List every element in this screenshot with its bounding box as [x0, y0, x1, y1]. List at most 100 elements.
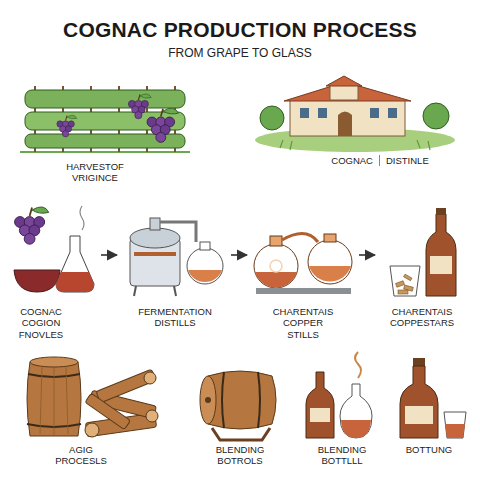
ageing-illustration-part [85, 372, 158, 437]
vineyard-illustration-part [57, 115, 77, 137]
process-step: BLENDING BOTTLLL [300, 352, 385, 474]
still-illustration-part [160, 222, 196, 242]
flow-arrow [101, 254, 117, 256]
ageing-illustration-part-part [54, 367, 55, 435]
ageing-illustration-part [27, 362, 81, 436]
step-label-group: BLENDING BOTTLLL [308, 444, 376, 467]
copper-stills-illustration-part [256, 288, 351, 294]
distillery-illustration-part [338, 112, 352, 137]
subtitle: FROM GRAPE TO GLASS [0, 46, 480, 60]
must-illustration-part [15, 207, 49, 244]
oak-bottle-illustration-part [390, 266, 420, 296]
blending-barrel-illustration-part-part [258, 372, 260, 428]
oak-bottle-illustration-part-part [396, 281, 405, 287]
oak-bottle-illustration-part-part [398, 290, 408, 294]
copper-stills-illustration-part [282, 233, 318, 242]
step-label: DISTINLE [379, 155, 429, 166]
ageing-illustration-part-part [96, 369, 156, 403]
process-step: BLENDING BOTROLS [190, 352, 290, 474]
process-step: COGNAC COGION FNOVLES [8, 200, 100, 348]
step-label: COGNAC COGION FNOVLES [10, 306, 72, 340]
copper-stills-illustration-part [309, 266, 351, 281]
blending-bottles-illustration [306, 352, 372, 438]
distillery-illustration-part-part [300, 108, 309, 118]
oak-bottle-illustration-part-part [404, 274, 412, 281]
ageing-illustration [27, 357, 158, 437]
blending-barrel-illustration-part-part [222, 372, 224, 428]
still-illustration-part [188, 270, 222, 282]
distillery-illustration [255, 76, 455, 152]
distillery-illustration-part [290, 100, 405, 136]
step-label: CHARENTAIS COPPER STILLS [266, 306, 340, 340]
process-step: CHARENTAIS COPPER STILLS [248, 200, 358, 348]
oak-bottle-illustration-part [436, 208, 446, 215]
distillery-illustration-part-part [388, 108, 397, 118]
distillery-illustration-part-part [290, 141, 292, 150]
distillery-illustration-part [326, 76, 362, 86]
blending-bottles-illustration-part [355, 352, 361, 378]
copper-stills-illustration-part [270, 236, 282, 246]
process-step: BOTTUNG [388, 352, 472, 474]
still-illustration-part [134, 252, 176, 256]
step-label: HARVESTOF VRIGINCE [60, 161, 130, 184]
bottling-illustration-part [445, 424, 465, 438]
step-label: FERMENTATION DISTILLS [136, 306, 214, 329]
copper-stills-illustration-part [270, 260, 282, 272]
vineyard-illustration-part [20, 151, 190, 153]
distillery-illustration-part-part [318, 108, 327, 118]
vineyard-illustration-part [128, 94, 151, 119]
still-illustration-part [130, 228, 180, 248]
copper-stills-illustration [254, 233, 352, 294]
step-label-group: COGNAC COGION FNOVLES [10, 306, 72, 340]
must-illustration [14, 206, 94, 292]
step-label: COGNAC [331, 155, 373, 166]
diagram-title: COGNAC PRODUCTION PROCESS [0, 18, 480, 42]
ageing-illustration-part-part [40, 366, 42, 434]
ageing-illustration-part-part [146, 410, 158, 422]
blending-barrel-illustration-part [212, 428, 270, 440]
vineyard-illustration [20, 86, 190, 152]
distillery-illustration-part-part [428, 141, 430, 150]
ageing-illustration-part [40, 366, 68, 435]
process-step: HARVESTOF VRIGINCE [20, 75, 190, 187]
step-label-group: BOTTUNG [396, 444, 462, 455]
blending-barrel-illustration-part [222, 372, 260, 428]
bottling-illustration-part [413, 358, 425, 366]
ageing-illustration-part [85, 369, 157, 437]
blending-bottles-illustration-part [341, 420, 371, 438]
blending-bottles-illustration-part [340, 384, 372, 438]
distillery-illustration-part [260, 106, 284, 130]
ageing-illustration-part-part [144, 372, 156, 384]
connectors [101, 255, 375, 256]
still-illustration-part [150, 218, 160, 230]
flow-arrow [231, 254, 247, 256]
still-illustration [130, 218, 223, 296]
step-label-group: CHARENTAIS COPPER STILLS [266, 306, 340, 340]
vineyard-illustration-part [147, 108, 178, 142]
still-illustration-part [200, 242, 210, 250]
step-label-group: AGIG PROCESLS [50, 444, 112, 467]
blending-barrel-illustration [200, 371, 276, 440]
step-label-group: CHARENTAIS COPPESTARS [384, 306, 460, 329]
process-step: FERMENTATION DISTILLS [118, 200, 230, 348]
copper-stills-illustration-part [324, 234, 336, 242]
step-label-group: COGNAC DISTINLE [305, 155, 455, 166]
flow-arrow [359, 254, 375, 256]
step-label: AGIG PROCESLS [50, 444, 112, 467]
still-illustration-part [174, 286, 176, 296]
still-illustration-part [134, 286, 136, 296]
copper-stills-illustration-part [254, 244, 298, 288]
step-label: BLENDING BOTTLLL [308, 444, 376, 467]
distillery-illustration-part-part [280, 140, 283, 148]
distillery-illustration-part [423, 103, 449, 129]
oak-bottle-illustration [390, 208, 456, 296]
distillery-illustration-part [280, 140, 430, 150]
step-label-group: HARVESTOF VRIGINCE [60, 161, 130, 184]
process-step: CHARENTAIS COPPESTARS [376, 200, 472, 348]
copper-stills-illustration-part [255, 272, 297, 287]
process-step: COGNAC DISTINLE [250, 75, 470, 187]
oak-bottle-illustration-part [426, 214, 456, 296]
must-illustration-part [14, 270, 60, 292]
blending-bottles-illustration-part [310, 408, 330, 422]
